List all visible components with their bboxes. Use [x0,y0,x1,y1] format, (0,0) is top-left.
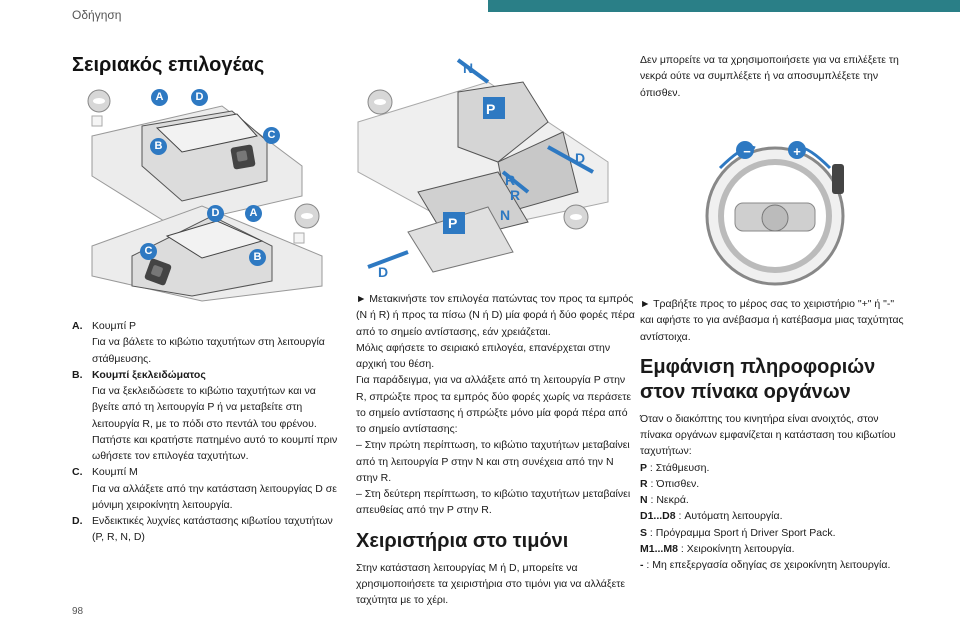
gear-label-p-top: P [486,101,496,117]
callout-badge-d-bottom: D [207,205,224,222]
paragraph: – Στη δεύτερη περίπτωση, το κιβώτιο ταχυ… [356,488,631,517]
gear-label-d-top: D [575,150,586,166]
header-accent-bar [488,0,960,12]
definition-term: Κουμπί M [92,466,138,479]
callout-badge-c-top: C [263,127,280,144]
gear-state-item: P : Στάθμευση. [640,461,710,474]
steering-wheel-paddles-illustration [705,141,845,286]
gear-state-item: R : Όπισθεν. [640,477,700,490]
callout-badge-d-top: D [191,89,208,106]
callout-badge-a-bottom: A [245,205,262,222]
definition-item: B. Κουμπί ξεκλειδώματος Για να ξεκλειδώσ… [72,368,338,463]
gear-label-r-top: R [505,172,516,188]
button-definition-list: A. Κουμπί P Για να βάλετε το κιβώτιο ταχ… [72,318,342,546]
definition-term: Κουμπί ξεκλειδώματος [92,368,206,381]
paragraph: Για παράδειγμα, για να αλλάξετε από τη λ… [356,374,632,436]
callout-badge-c-bottom: C [140,243,157,260]
definition-text: Ενδεικτικές λυχνίες κατάστασης κιβωτίου … [92,515,333,544]
definition-term: Κουμπί P [92,320,137,332]
gear-state-item: D1...D8 : Αυτόματη λειτουργία. [640,510,783,523]
section-header: Οδήγηση [72,8,122,22]
steering-controls-heading: Χειριστήρια στο τιμόνι [356,529,569,552]
definition-text: Πατήστε και κρατήστε πατημένο αυτό το κο… [92,433,338,463]
definition-text: Για να αλλάξετε από την κατάσταση λειτου… [92,482,337,511]
right-column: ► Τραβήξτε προς το μέρος σας το χειριστή… [640,296,910,573]
callout-badge-a-top: A [151,89,168,106]
callout-badge-b-bottom: B [249,249,266,266]
paragraph: Όταν ο διακόπτης του κινητήρα είναι ανοι… [640,412,896,458]
gear-state-list: P : Στάθμευση. R : Όπισθεν. N : Νεκρά. D… [640,460,910,574]
paddle-plus-icon: + [793,144,801,159]
right-intro: Δεν μπορείτε να τα χρησιμοποιήσετε για ν… [640,54,899,99]
gear-label-n-bottom: N [500,207,511,223]
gear-label-n-top: N [463,60,474,76]
page-title: Σειριακός επιλογέας [72,54,265,76]
definition-item: A. Κουμπί P Για να βάλετε το κιβώτιο ταχ… [72,320,325,365]
definition-text: Για να βάλετε το κιβώτιο ταχυτήτων στη λ… [92,336,325,365]
definition-item: D. Ενδεικτικές λυχνίες κατάστασης κιβωτί… [72,513,342,546]
instrument-panel-heading: Εμφάνιση πληροφοριών στον πίνακα οργάνων [640,355,876,403]
gear-label-r-bottom: R [510,187,521,203]
gear-selector-illustration-left [87,89,323,302]
gear-state-item: - : Μη επεξεργασία οδηγίας σε χειροκίνητ… [640,559,891,572]
paragraph: Μόλις αφήσετε το σειριακό επιλογέα, επαν… [356,341,611,371]
paddle-minus-icon: − [743,144,751,159]
middle-column: ► Μετακινήστε τον επιλογέα πατώντας τον … [356,291,638,609]
paragraph: – Στην πρώτη περίπτωση, το κιβώτιο ταχυτ… [356,439,630,484]
paddle-instruction: ► Τραβήξτε προς το μέρος σας το χειριστή… [640,298,904,343]
gear-label-d-bottom: D [378,264,389,280]
paragraph: Στην κατάσταση λειτουργίας M ή D, μπορεί… [356,561,626,607]
gear-state-item: S : Πρόγραμμα Sport ή Driver Sport Pack. [640,526,836,539]
gear-label-p-bottom: P [448,215,458,231]
instruction-paragraph: ► Μετακινήστε τον επιλογέα πατώντας τον … [356,293,635,338]
page-number: 98 [72,606,84,617]
definition-item: C. Κουμπί M Για να αλλάξετε από την κατά… [72,466,337,511]
definition-text: Για να ξεκλειδώσετε το κιβώτιο ταχυτήτων… [92,385,317,430]
gear-state-item: N : Νεκρά. [640,494,689,507]
gear-state-item: M1...M8 : Χειροκίνητη λειτουργία. [640,542,795,555]
callout-badge-b-top: B [150,138,167,155]
gear-selector-movement-illustration [357,58,609,273]
